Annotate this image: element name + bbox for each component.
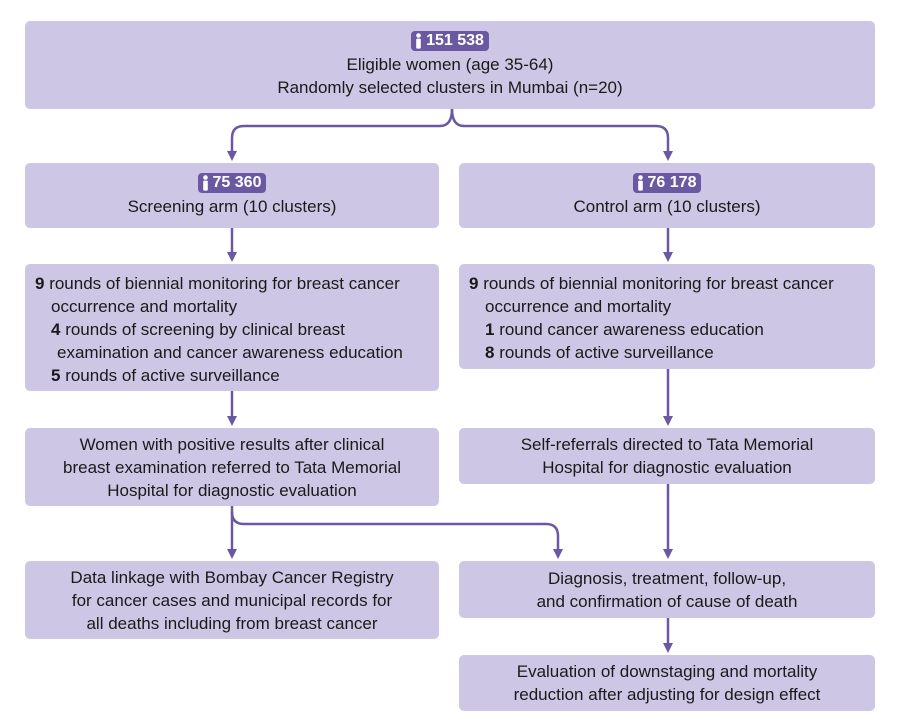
control-awareness-count: 1	[485, 320, 495, 339]
control-count-badge: 76 178	[632, 173, 702, 193]
evaluation-line-1: Evaluation of downstaging and mortality	[516, 662, 818, 681]
screening-referral-line-3: Hospital for diagnostic evaluation	[107, 480, 357, 500]
screening-surveillance-text: rounds of active surveillance	[60, 366, 280, 385]
evaluation-line-2: reduction after adjusting for design eff…	[513, 685, 821, 704]
split-connector-screening	[227, 108, 454, 161]
control-monitoring-line-2: occurrence and mortality	[485, 297, 672, 316]
screening-monitoring-line: 9 rounds of biennial monitoring for brea…	[35, 272, 429, 295]
screening-surveillance-line: 5 rounds of active surveillance	[35, 364, 429, 387]
screening-screening-text: rounds of screening by clinical breast	[60, 320, 345, 339]
data-linkage-line-2: for cancer cases and municipal records f…	[71, 590, 393, 610]
control-referral-line-2: Hospital for diagnostic evaluation	[542, 458, 792, 477]
screening-referral-line-2: breast examination referred to Tata Memo…	[63, 457, 401, 477]
control-surveillance-text: rounds of active surveillance	[494, 343, 714, 362]
screening-count-badge: 75 360	[197, 173, 267, 193]
screening-referral-to-diagnosis-connector	[230, 511, 563, 559]
screening-screening-line: 4 rounds of screening by clinical breast	[35, 318, 429, 341]
control-awareness-text: round cancer awareness education	[494, 320, 764, 339]
control-monitoring-line: 9 rounds of biennial monitoring for brea…	[469, 272, 865, 295]
person-icon	[416, 33, 421, 49]
screening-arm-box: 75 360 Screening arm (10 clusters)	[25, 163, 439, 228]
control-monitoring-count: 9	[469, 274, 479, 293]
control-surveillance-count: 8	[485, 343, 495, 362]
diagnosis-line-1: Diagnosis, treatment, follow-up,	[547, 568, 787, 588]
screening-referral-line-1: Women with positive results after clinic…	[79, 434, 385, 454]
control-count: 76 178	[647, 174, 697, 191]
diagnosis-box: Diagnosis, treatment, follow-up, and con…	[459, 561, 875, 618]
control-monitoring-text: rounds of biennial monitoring for breast…	[478, 274, 834, 293]
control-surveillance-line: 8 rounds of active surveillance	[469, 341, 865, 364]
eligible-women-box: 151 538 Eligible women (age 35-64) Rando…	[25, 21, 875, 109]
screening-referral-box: Women with positive results after clinic…	[25, 428, 439, 506]
screening-rounds-box: 9 rounds of biennial monitoring for brea…	[25, 264, 439, 391]
data-linkage-line-1: Data linkage with Bombay Cancer Registry	[70, 567, 394, 587]
screening-monitoring-text: rounds of biennial monitoring for breast…	[44, 274, 400, 293]
screening-count: 75 360	[212, 174, 262, 191]
screening-monitoring-line-2: occurrence and mortality	[51, 297, 238, 316]
eligible-line-2: Randomly selected clusters in Mumbai (n=…	[277, 78, 623, 97]
screening-screening-line-2: examination and cancer awareness educati…	[57, 343, 403, 362]
screening-surveillance-count: 5	[51, 366, 61, 385]
person-icon	[637, 175, 643, 191]
control-arm-label: Control arm (10 clusters)	[573, 197, 761, 216]
eligible-count: 151 538	[426, 32, 484, 49]
data-linkage-line-3: all deaths including from breast cancer	[86, 613, 378, 633]
control-arm-box: 76 178 Control arm (10 clusters)	[459, 163, 875, 228]
evaluation-box: Evaluation of downstaging and mortality …	[459, 655, 875, 711]
control-referral-box: Self-referrals directed to Tata Memorial…	[459, 428, 875, 484]
split-connector-control	[450, 108, 673, 161]
screening-arm-label: Screening arm (10 clusters)	[127, 197, 337, 216]
control-awareness-line: 1 round cancer awareness education	[469, 318, 865, 341]
data-linkage-box: Data linkage with Bombay Cancer Registry…	[25, 561, 439, 639]
screening-screening-count: 4	[51, 320, 61, 339]
eligible-count-badge: 151 538	[411, 31, 489, 51]
person-icon	[202, 175, 208, 191]
control-rounds-box: 9 rounds of biennial monitoring for brea…	[459, 264, 875, 369]
control-referral-line-1: Self-referrals directed to Tata Memorial	[520, 435, 814, 454]
eligible-line-1: Eligible women (age 35-64)	[346, 55, 554, 74]
diagnosis-line-2: and confirmation of cause of death	[536, 591, 798, 611]
screening-monitoring-count: 9	[35, 274, 45, 293]
